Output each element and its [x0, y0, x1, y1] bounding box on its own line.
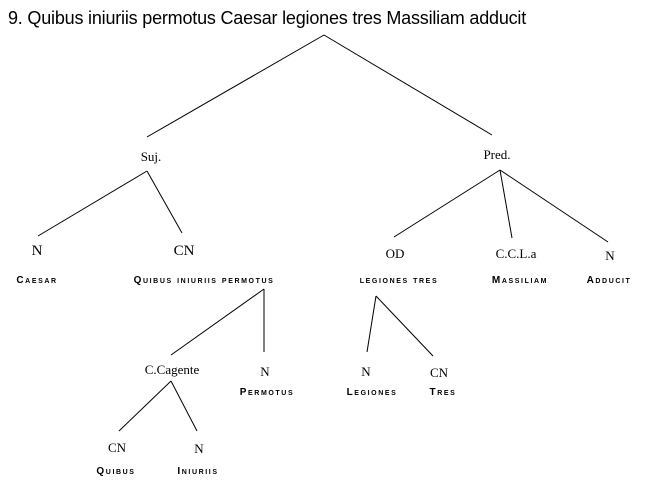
word-quibus: Quibus [96, 466, 136, 477]
edge-ccagente-n [170, 380, 198, 432]
edge-pred-od [393, 169, 501, 238]
word-caesar: Caesar [16, 275, 58, 286]
edge-suj-n [37, 170, 148, 237]
word-tres: Tres [429, 387, 457, 398]
word-permotus: Permotus [239, 387, 295, 398]
edge-ccagente-cn [118, 380, 172, 432]
edge-pred-ccla [499, 169, 513, 239]
node-suj: Suj. [140, 149, 162, 164]
edge-cn-ccagente [170, 288, 265, 356]
node-n-permotus: N [260, 364, 270, 379]
edge-root-pred [323, 34, 493, 136]
node-cn-tres: CN [429, 365, 449, 380]
word-iniuriis: Iniuriis [177, 466, 219, 477]
word-massiliam: Massiliam [491, 275, 549, 286]
node-n-iniuriis: N [194, 441, 204, 456]
node-cn-quibus-leaf: CN [107, 440, 127, 455]
edge-suj-cn [146, 170, 183, 234]
word-legiones: Legiones [346, 387, 398, 398]
node-pred: Pred. [483, 147, 511, 162]
word-quibus-iniuriis-permotus: Quibus iniuriis permotus [133, 275, 275, 286]
edge-pred-n [499, 169, 609, 243]
edge-od-n [366, 295, 377, 353]
node-ccagente: C.Cagente [144, 362, 200, 377]
node-n-legiones: N [361, 364, 371, 379]
word-legiones-tres: legiones tres [359, 275, 439, 286]
node-cn-quibus: CN [173, 243, 195, 259]
node-ccla: C.C.L.a [495, 246, 537, 261]
node-od: OD [385, 246, 405, 261]
node-n-adducit: N [605, 248, 615, 263]
sentence-title: 9. Quibus iniuriis permotus Caesar legio… [8, 8, 527, 28]
edge-root-suj [146, 34, 325, 138]
node-n-caesar: N [31, 243, 43, 259]
edge-od-cn [375, 295, 434, 357]
word-adducit: Adducit [586, 275, 632, 286]
